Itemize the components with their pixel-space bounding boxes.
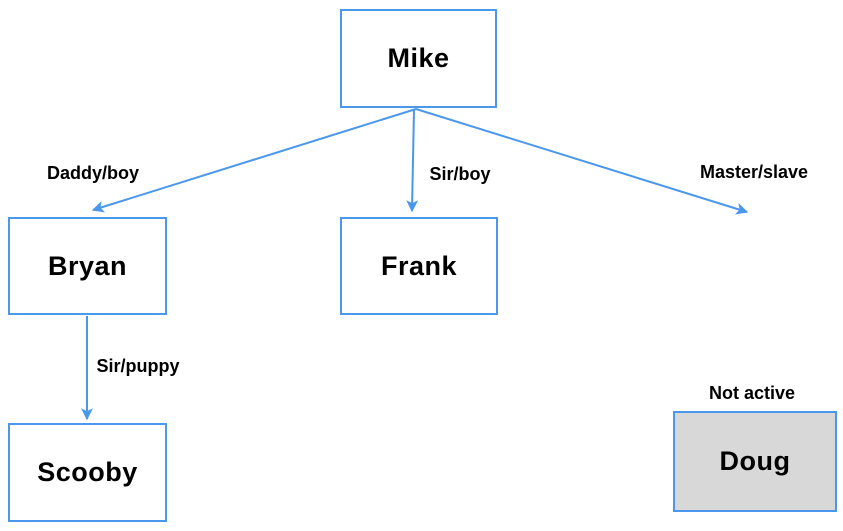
- node-doug-label: Doug: [719, 446, 791, 476]
- node-bryan: Bryan: [8, 217, 167, 315]
- node-frank-label: Frank: [380, 250, 458, 281]
- edge-label-sir-boy: Sir/boy: [429, 164, 491, 184]
- edge-label-master-slave: Master/slave: [699, 162, 809, 182]
- doug-status-label: Not active: [708, 383, 796, 403]
- edge-label-daddy-boy: Daddy/boy: [46, 163, 140, 183]
- node-mike-label: Mike: [387, 43, 450, 73]
- node-frank: Frank: [340, 217, 498, 315]
- edge-mike-bryan: [91, 108, 417, 213]
- edge-label-sir-puppy: Sir/puppy: [96, 356, 180, 376]
- node-doug: Doug: [673, 411, 837, 512]
- edge-mike-frank: [406, 108, 419, 213]
- node-scooby: Scooby: [8, 423, 167, 522]
- edge-mike-unattached: [415, 108, 749, 215]
- node-scooby-label: Scooby: [37, 457, 138, 487]
- node-bryan-label: Bryan: [47, 250, 128, 281]
- node-mike: Mike: [340, 9, 497, 108]
